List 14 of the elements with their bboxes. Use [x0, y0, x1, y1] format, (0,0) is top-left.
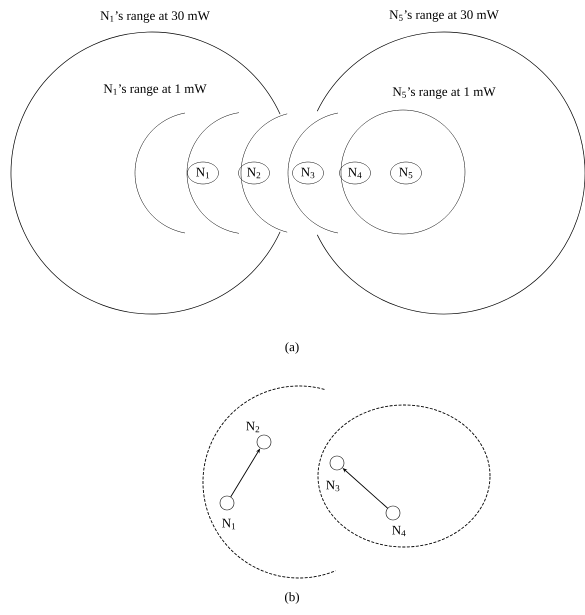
node-label: N$_{1}$: [222, 518, 236, 530]
node-label: N$_{3}$: [326, 480, 340, 492]
node-circle: [330, 456, 344, 470]
range-label: N$_{5}$’s range at 1 mW: [392, 87, 496, 99]
range-label: N$_{5}$’s range at 30 mW: [390, 10, 499, 22]
node-circle: [256, 434, 272, 450]
panel-label: (b): [284, 592, 299, 604]
node-circle: [220, 496, 234, 510]
range-label: N$_{1}$’s range at 30 mW: [100, 11, 210, 23]
node-label: N$_{2}$: [246, 422, 260, 432]
node-label: N$_{4}$: [392, 526, 406, 536]
range-label: N$_{1}$’s range at 1 mW: [104, 84, 207, 96]
panel-label: (a): [285, 342, 299, 354]
node-circle: [386, 506, 400, 520]
